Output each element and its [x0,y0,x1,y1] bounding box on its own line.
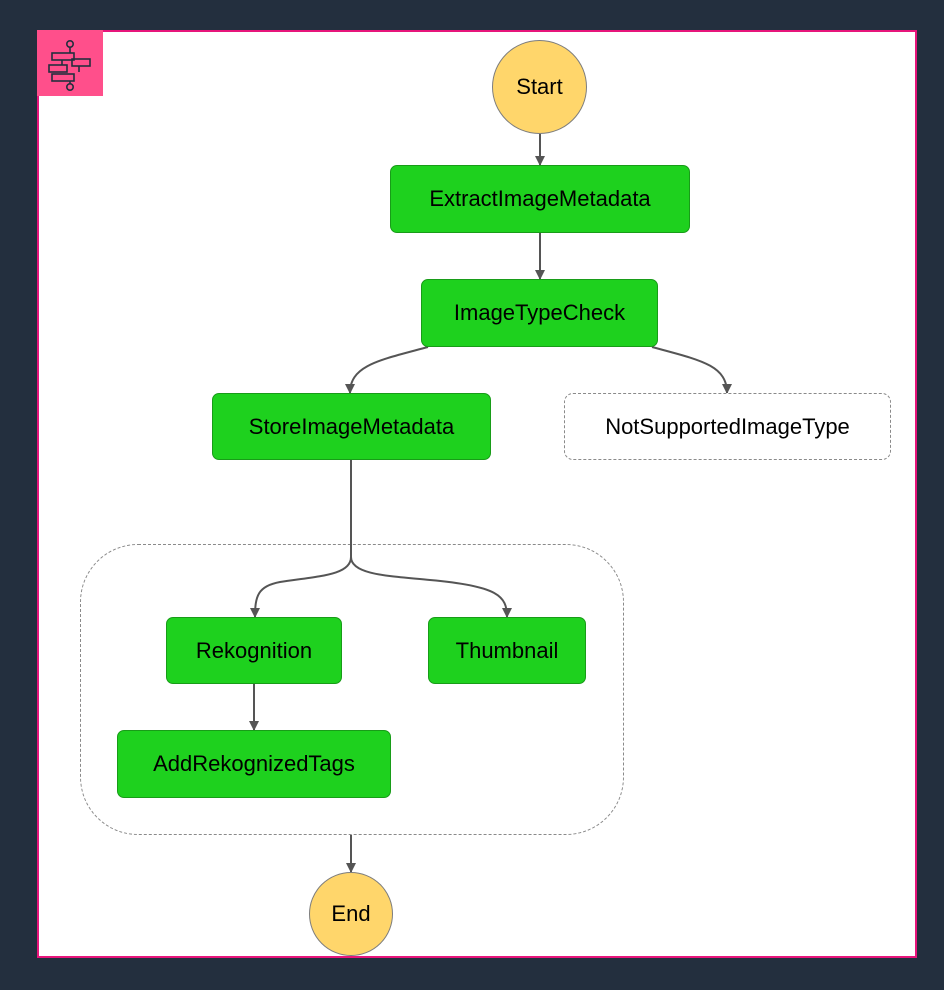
extract-image-metadata-state[interactable]: ExtractImageMetadata [390,165,690,233]
state-machine-icon [48,40,91,91]
start-node[interactable]: Start [492,40,587,134]
thumbnail-state[interactable]: Thumbnail [428,617,586,684]
add-rekognized-tags-state[interactable]: AddRekognizedTags [117,730,391,798]
end-node[interactable]: End [309,872,393,956]
edge-check-to-notsupported [651,346,732,394]
rekognition-state[interactable]: Rekognition [166,617,342,684]
store-image-metadata-state[interactable]: StoreImageMetadata [212,393,491,460]
edge-check-to-store [345,346,429,394]
image-type-check-state[interactable]: ImageTypeCheck [421,279,658,347]
state-machine-badge [37,30,103,96]
not-supported-image-type-state[interactable]: NotSupportedImageType [564,393,891,460]
edge-store-to-rekognition [250,460,352,618]
edge-store-to-thumbnail [350,556,512,618]
